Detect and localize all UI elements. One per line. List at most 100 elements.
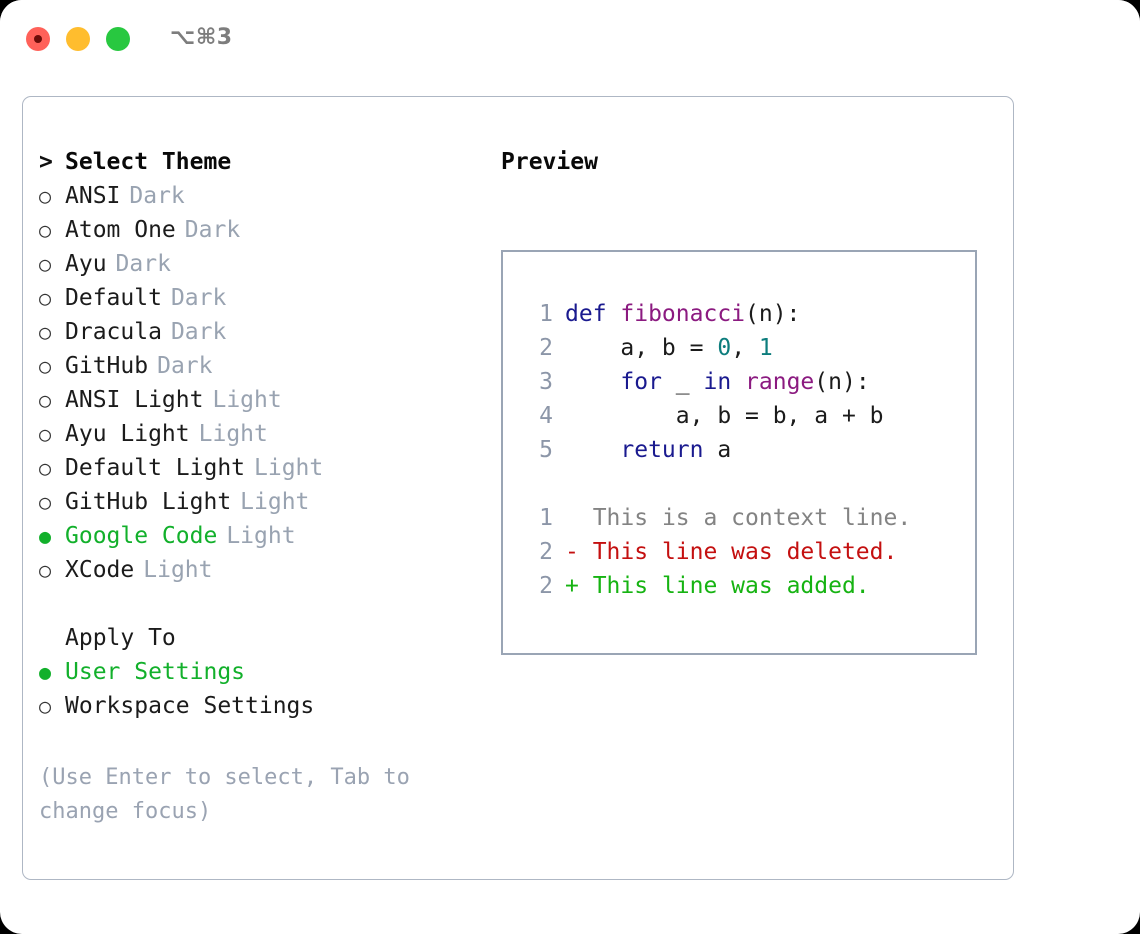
code-token-pl: (n): xyxy=(745,301,801,327)
theme-name-label: Ayu xyxy=(65,251,107,277)
theme-list-item[interactable]: ○ Default Light Light xyxy=(39,451,479,485)
theme-list-item[interactable]: ○ Default Dark xyxy=(39,281,479,315)
diff-text: This is a context line. xyxy=(592,505,912,531)
code-token-fn: range xyxy=(745,369,815,395)
apply-to-item[interactable]: ○Workspace Settings xyxy=(39,689,479,723)
theme-name-label: Google Code xyxy=(65,523,218,549)
radio-empty-icon: ○ xyxy=(39,694,52,718)
code-token-pl: a xyxy=(703,437,732,463)
preview-title-label: Preview xyxy=(501,149,598,175)
theme-variant-tag: Light xyxy=(143,557,213,583)
theme-picker-header: > Select Theme xyxy=(39,145,479,179)
code-token-pl: (n): xyxy=(814,369,870,395)
radio-empty-icon: ○ xyxy=(39,184,52,208)
code-token-num: 1 xyxy=(758,335,773,361)
code-line: 5 return a xyxy=(523,433,959,467)
line-number: 1 xyxy=(539,505,553,531)
theme-name-label: GitHub Light xyxy=(65,489,232,515)
code-token-kw: return xyxy=(620,437,704,463)
line-number: 2 xyxy=(539,573,553,599)
code-line: 1 def fibonacci(n): xyxy=(523,297,959,331)
apply-to-label: User Settings xyxy=(65,659,246,685)
theme-variant-tag: Dark xyxy=(170,319,227,345)
line-number: 3 xyxy=(539,369,553,395)
code-text: a, b = 0, 1 xyxy=(565,331,773,365)
code-token-pl: _ xyxy=(661,369,704,395)
radio-empty-icon: ○ xyxy=(39,320,52,344)
code-token-fn: fibonacci xyxy=(620,301,746,327)
theme-variant-tag: Dark xyxy=(170,285,227,311)
code-text: a, b = b, a + b xyxy=(565,399,884,433)
radio-empty-icon: ○ xyxy=(39,422,52,446)
apply-to-list: ● User Settings ○Workspace Settings xyxy=(39,655,479,723)
diff-marker: - xyxy=(565,539,593,565)
radio-selected-icon: ● xyxy=(39,524,52,548)
line-number: 5 xyxy=(539,437,553,463)
theme-variant-tag: Dark xyxy=(157,353,213,379)
diff-line: 2 + This line was added. xyxy=(523,569,959,603)
diff-marker: + xyxy=(565,573,593,599)
theme-variant-tag: Light xyxy=(240,489,310,515)
theme-list-item[interactable]: ○ ANSI Dark xyxy=(39,179,479,213)
section-spacer xyxy=(39,587,479,621)
code-line: 3 for _ in range(n): xyxy=(523,365,959,399)
apply-to-item[interactable]: ● User Settings xyxy=(39,655,479,689)
recording-indicator-icon xyxy=(34,35,42,43)
theme-picker-header-label: Select Theme xyxy=(65,149,232,175)
theme-variant-tag: Light xyxy=(254,455,324,481)
code-text: return a xyxy=(565,433,731,467)
theme-list-item[interactable]: ● Google Code Light xyxy=(39,519,479,553)
code-token-kw: def xyxy=(565,301,621,327)
minimize-button[interactable] xyxy=(66,27,90,51)
line-number: 2 xyxy=(539,335,553,361)
radio-empty-icon: ○ xyxy=(39,456,52,480)
diff-text: This line was added. xyxy=(592,573,870,599)
theme-name-label: GitHub xyxy=(65,353,149,379)
code-line: 4 a, b = b, a + b xyxy=(523,399,959,433)
theme-name-label: ANSI xyxy=(65,183,121,209)
theme-variant-tag: Dark xyxy=(129,183,185,209)
code-text: def fibonacci(n): xyxy=(565,297,800,331)
diff-text: This line was deleted. xyxy=(592,539,898,565)
code-token-num: 0 xyxy=(717,335,732,361)
diff-line: 1 This is a context line. xyxy=(523,501,959,535)
radio-empty-icon: ○ xyxy=(39,218,52,242)
code-text: for _ in range(n): xyxy=(565,365,870,399)
title-bar: ⌥⌘3 xyxy=(0,0,1140,78)
theme-list-item[interactable]: ○ GitHub Dark xyxy=(39,349,479,383)
theme-name-label: Dracula xyxy=(65,319,162,345)
theme-name-label: Default Light xyxy=(65,455,246,481)
radio-empty-icon: ○ xyxy=(39,286,52,310)
spacer-icon: ○ xyxy=(39,621,65,655)
radio-empty-icon: ○ xyxy=(39,354,52,378)
radio-selected-icon: ● xyxy=(39,660,52,684)
theme-name-label: ANSI Light xyxy=(65,387,204,413)
code-token-pl xyxy=(565,369,620,395)
zoom-button[interactable] xyxy=(106,27,130,51)
theme-variant-tag: Light xyxy=(226,523,296,549)
code-line: 2 a, b = 0, 1 xyxy=(523,331,959,365)
code-token-kw: in xyxy=(703,369,732,395)
line-number: 1 xyxy=(539,301,553,327)
theme-list-item[interactable]: ○ Dracula Dark xyxy=(39,315,479,349)
line-number: 4 xyxy=(539,403,553,429)
apply-to-header: ○ Apply To xyxy=(39,621,479,655)
theme-name-label: XCode xyxy=(65,557,135,583)
code-token-pl: , xyxy=(731,335,759,361)
diff-marker xyxy=(565,501,593,535)
code-token-pl xyxy=(565,437,620,463)
theme-name-label: Default xyxy=(65,285,162,311)
